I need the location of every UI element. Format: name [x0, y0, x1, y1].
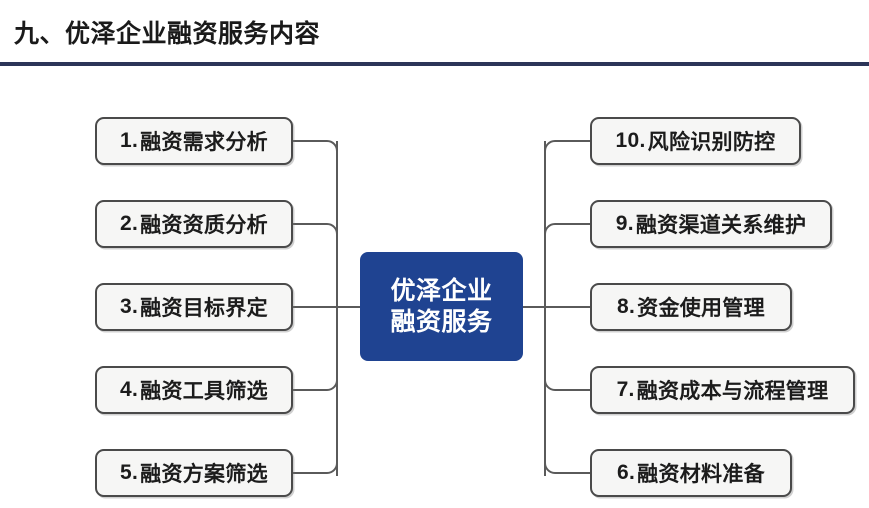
connector-lines	[293, 140, 590, 476]
center-node[interactable]: 优泽企业 融资服务	[360, 252, 523, 361]
node-left-5-label: 融资方案筛选	[140, 463, 268, 486]
node-left-2-label: 融资资质分析	[140, 214, 268, 237]
node-right-10-number: 10.	[615, 129, 646, 152]
node-right-6-number: 6.	[617, 461, 636, 484]
mind-map-diagram: 1. 融资需求分析 2. 融资资质分析 3. 融资目标界定 4. 融资工具筛选 …	[0, 70, 869, 508]
node-right-7-number: 7.	[616, 378, 635, 401]
node-right-7[interactable]: 7. 融资成本与流程管理	[590, 366, 855, 414]
node-right-8-label: 资金使用管理	[637, 297, 765, 320]
node-right-6[interactable]: 6. 融资材料准备	[590, 449, 792, 497]
node-left-5[interactable]: 5. 融资方案筛选	[95, 449, 293, 497]
node-left-1-label: 融资需求分析	[140, 131, 268, 154]
node-right-7-label: 融资成本与流程管理	[636, 380, 829, 403]
node-left-5-number: 5.	[120, 461, 139, 484]
node-left-3-label: 融资目标界定	[140, 297, 268, 320]
center-node-line2: 融资服务	[390, 307, 493, 336]
node-left-1[interactable]: 1. 融资需求分析	[95, 117, 293, 165]
node-left-2-number: 2.	[120, 212, 139, 235]
node-left-2[interactable]: 2. 融资资质分析	[95, 200, 293, 248]
node-right-8[interactable]: 8. 资金使用管理	[590, 283, 792, 331]
node-right-10-label: 风险识别防控	[647, 131, 776, 154]
center-node-line1: 优泽企业	[390, 276, 493, 305]
node-left-4[interactable]: 4. 融资工具筛选	[95, 366, 293, 414]
node-right-6-label: 融资材料准备	[637, 463, 765, 486]
page-title: 九、优泽企业融资服务内容	[14, 20, 321, 48]
node-right-10[interactable]: 10. 风险识别防控	[590, 117, 801, 165]
node-right-9-number: 9.	[615, 212, 634, 235]
node-left-4-label: 融资工具筛选	[140, 380, 268, 403]
node-left-4-number: 4.	[120, 378, 139, 401]
node-right-8-number: 8.	[617, 295, 636, 318]
node-left-3[interactable]: 3. 融资目标界定	[95, 283, 293, 331]
node-right-9[interactable]: 9. 融资渠道关系维护	[590, 200, 832, 248]
title-divider	[0, 62, 869, 66]
node-right-9-label: 融资渠道关系维护	[635, 214, 807, 237]
node-left-3-number: 3.	[120, 295, 139, 318]
node-left-1-number: 1.	[120, 129, 139, 152]
